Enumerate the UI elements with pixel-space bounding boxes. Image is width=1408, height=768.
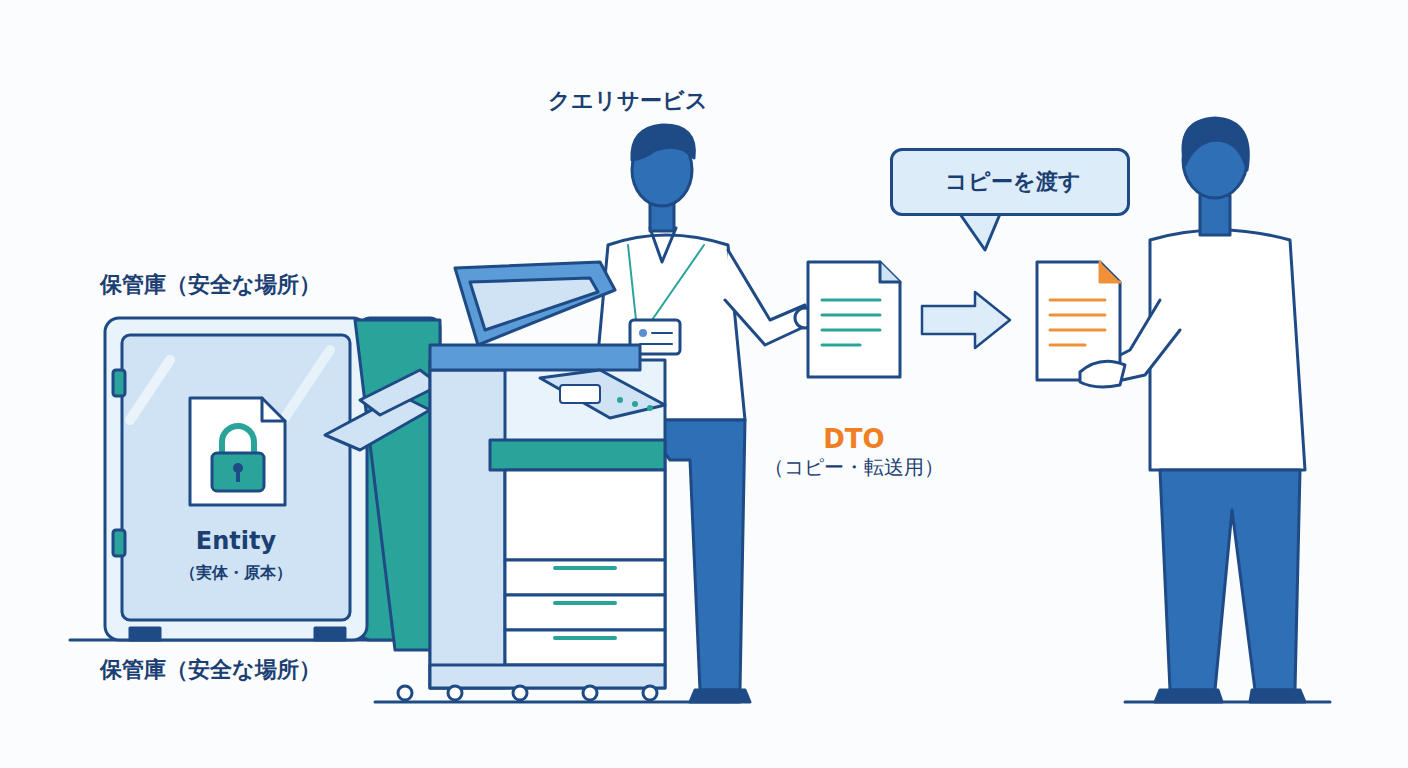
node-title: 保管庫（安全な場所） [100, 270, 321, 300]
node-subtitle: （コピー・転送用） [764, 454, 944, 481]
safe-door: Entity （実体・原本） [122, 335, 350, 620]
place-label: 保管庫（安全な場所） [100, 655, 321, 685]
speech-bubble: コピーを渡す [890, 148, 1130, 216]
role-label: クエリサービス [548, 86, 708, 116]
node-title: DTO [823, 424, 884, 454]
document-icon: DTO（コピー・転送用） [808, 262, 900, 377]
safe-box: 保管庫（安全な場所）Entity（実体・原本） [105, 318, 367, 640]
node-subtitle: （実体・原本） [180, 563, 292, 584]
node-title: Entity [196, 527, 276, 555]
node-title: コピーを渡す [945, 167, 1081, 197]
